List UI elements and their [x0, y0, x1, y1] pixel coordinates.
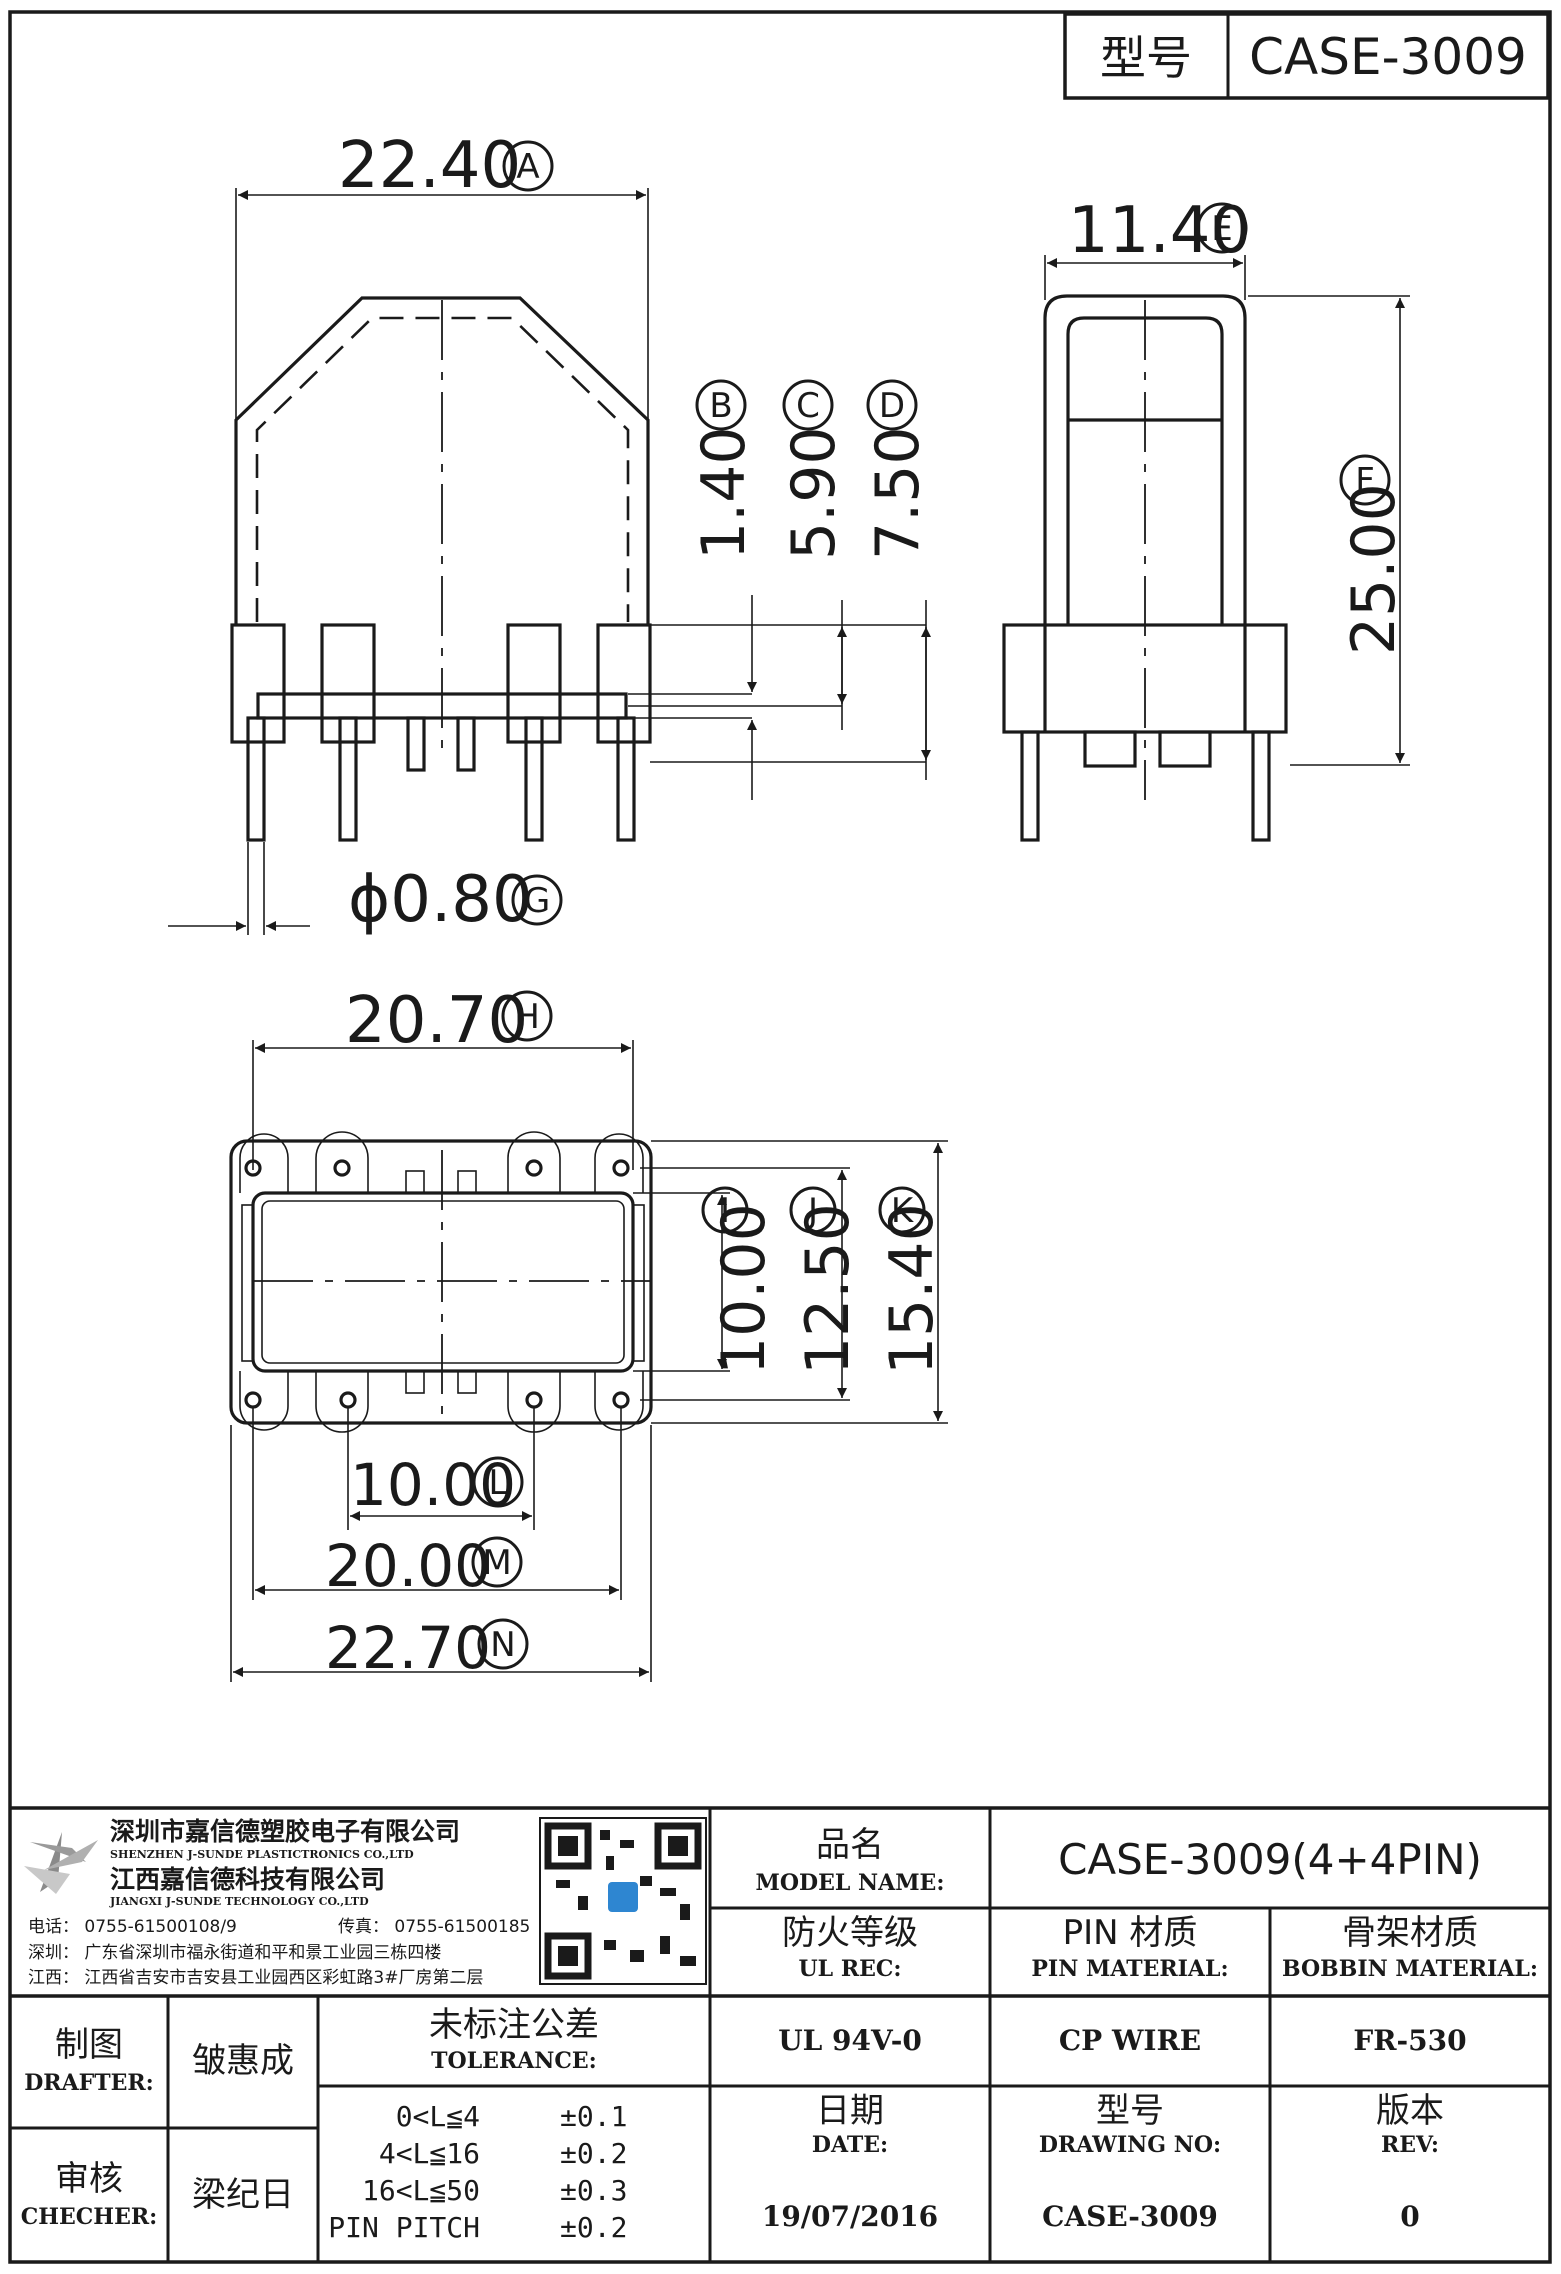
dim-a-label: A [516, 147, 539, 187]
front-view: 22.40 A 1.40 B [168, 129, 933, 937]
ul-rec-en: UL REC: [799, 1956, 902, 1982]
dim-m-value: 20.00 [325, 1532, 491, 1600]
model-name-en: MODEL NAME: [756, 1870, 945, 1896]
pin-material-value: CP WIRE [1059, 2024, 1201, 2057]
rev-en: REV: [1381, 2132, 1439, 2158]
pin-material-en: PIN MATERIAL: [1031, 1956, 1228, 1982]
dim-d-label: D [879, 386, 905, 426]
company-phone: 电话： 0755-61500108/9 [28, 1917, 237, 1937]
tolerance-range-1: 0<L≦4 [396, 2100, 480, 2133]
qr-code [539, 1817, 707, 1985]
rev-value: 0 [1400, 2200, 1419, 2233]
dim-l-label: L [489, 1463, 508, 1503]
drawing-no-cn: 型号 [1096, 2091, 1164, 2131]
dim-e-label: E [1211, 209, 1232, 249]
dim-b-value: 1.40 [689, 426, 759, 560]
tolerance-en: TOLERANCE: [431, 2048, 597, 2074]
dim-l-value: 10.00 [350, 1451, 516, 1519]
dim-c-value: 5.90 [779, 426, 849, 560]
tolerance-value-3: ±0.3 [560, 2174, 627, 2207]
company-name-cn-2: 江西嘉信德科技有限公司 [110, 1865, 385, 1894]
dim-k-label: K [891, 1191, 915, 1231]
tolerance-range-3: 16<L≦50 [362, 2174, 480, 2207]
company-name-cn-1: 深圳市嘉信德塑胶电子有限公司 [110, 1817, 460, 1846]
checker-cn: 审核 [55, 2159, 123, 2199]
dim-f-value: 25.00 [1339, 483, 1409, 655]
dim-c-label: C [796, 386, 820, 426]
header-model-value: CASE-3009 [1249, 28, 1527, 86]
checker-en: CHECHER: [21, 2204, 158, 2230]
company-address-jx: 江西： 江西省吉安市吉安县工业园西区彩虹路3#厂房第二层 [28, 1968, 483, 1988]
date-cn: 日期 [816, 2091, 884, 2131]
dim-h-value: 20.70 [345, 984, 528, 1058]
drafter-cn: 制图 [55, 2025, 123, 2065]
date-en: DATE: [812, 2132, 888, 2158]
model-name-cn: 品名 [816, 1825, 884, 1865]
dim-b-label: B [709, 386, 732, 426]
drawing-frame [8, 10, 1552, 2264]
ul-rec-cn: 防火等级 [782, 1913, 918, 1953]
company-name-en-2: JIANGXI J-SUNDE TECHNOLOGY CO.,LTD [109, 1895, 369, 1908]
dim-m-label: M [482, 1543, 511, 1583]
dim-n-label: N [490, 1625, 515, 1665]
tolerance-value-1: ±0.1 [560, 2100, 627, 2133]
tolerance-value-2: ±0.2 [560, 2137, 627, 2170]
ul-rec-value: UL 94V-0 [778, 2024, 922, 2057]
dim-j-label: J [806, 1191, 818, 1231]
checker-name: 梁纪日 [192, 2175, 294, 2215]
dim-k-value: 15.40 [877, 1203, 947, 1375]
bobbin-material-value: FR-530 [1353, 2024, 1466, 2057]
company-name-en-1: SHENZHEN J-SUNDE PLASTICTRONICS CO.,LTD [110, 1848, 414, 1861]
header-model-label: 型号 [1100, 31, 1192, 85]
dim-a-value: 22.40 [338, 129, 521, 203]
drafter-en: DRAFTER: [24, 2070, 154, 2096]
tolerance-cn: 未标注公差 [429, 2005, 599, 2045]
drawing-no-en: DRAWING NO: [1039, 2132, 1221, 2158]
company-address-sz: 深圳： 广东省深圳市福永街道和平和景工业园三栋四楼 [28, 1943, 441, 1963]
side-view: 11.40 E 25.00 F [1002, 194, 1410, 842]
dim-n-value: 22.70 [325, 1614, 491, 1682]
dim-d-value: 7.50 [863, 426, 933, 560]
tolerance-range-4: PIN PITCH [328, 2211, 480, 2244]
bobbin-material-cn: 骨架材质 [1342, 1913, 1478, 1953]
date-value: 19/07/2016 [762, 2200, 938, 2233]
top-view: 20.70 H [229, 984, 948, 1682]
tolerance-value-4: ±0.2 [560, 2211, 627, 2244]
dim-g-label: G [524, 881, 550, 921]
drafter-name: 皱惠成 [192, 2041, 294, 2081]
title-block: 深圳市嘉信德塑胶电子有限公司 SHENZHEN J-SUNDE PLASTICT… [10, 1806, 1550, 2262]
tolerance-range-2: 4<L≦16 [379, 2137, 480, 2170]
dim-i-label: I [720, 1191, 730, 1231]
rev-cn: 版本 [1376, 2091, 1444, 2131]
model-name-value: CASE-3009(4+4PIN) [1058, 1835, 1482, 1884]
company-logo [24, 1832, 98, 1894]
company-fax: 传真： 0755-61500185 [338, 1917, 530, 1937]
dim-f-label: F [1355, 461, 1375, 501]
dim-g-value: ϕ0.80 [348, 863, 533, 937]
header-model-box: 型号 CASE-3009 [1063, 12, 1550, 100]
drawing-no-value: CASE-3009 [1042, 2200, 1218, 2233]
dim-h-label: H [514, 997, 540, 1037]
pin-material-cn: PIN 材质 [1063, 1913, 1198, 1953]
dim-e-value: 11.40 [1068, 194, 1251, 268]
bobbin-material-en: BOBBIN MATERIAL: [1282, 1956, 1538, 1982]
